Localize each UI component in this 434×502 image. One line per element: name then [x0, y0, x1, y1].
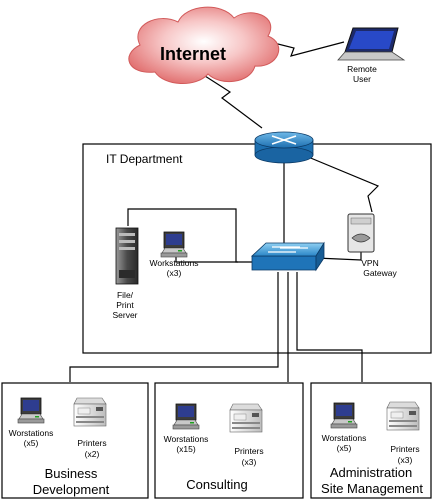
it-workstations-label-line1: Workstations [150, 258, 199, 268]
router-vpn-link [300, 153, 380, 213]
business-printers-label-line2: (x2) [85, 449, 100, 459]
consulting-workstations-label-line1: Worstations [164, 434, 209, 444]
switch-vpn-link [315, 252, 362, 261]
consulting-boundary [154, 382, 304, 499]
business-name-line2: Development [33, 482, 110, 497]
vpn-gateway-icon: VPN Gateway [347, 213, 398, 278]
admin-workstations-label-line2: (x5) [337, 443, 352, 453]
switch-server-link [127, 208, 258, 263]
admin-name-line1: Administration [330, 465, 412, 480]
admin-printers-label-line1: Printers [390, 444, 419, 454]
remote-user-label-line2: User [353, 74, 371, 84]
switch-business-link [69, 272, 279, 382]
business-development-group: Worstations (x5) Printers (x2) Business … [1, 382, 149, 499]
server-label-line3: Server [112, 310, 137, 320]
admin-name-line2: Site Management [321, 481, 423, 496]
administration-boundary [310, 382, 432, 499]
business-name-line1: Business [45, 466, 98, 481]
business-workstation-icon [17, 397, 45, 424]
consulting-workstations-label-line2: (x15) [176, 444, 196, 454]
internet-router-link [204, 75, 263, 129]
vpn-label-line2: Gateway [363, 268, 397, 278]
admin-printer-icon [386, 401, 420, 431]
internet-label: Internet [160, 44, 226, 64]
business-workstations-label-line2: (x5) [24, 438, 39, 448]
admin-printers-label-line2: (x3) [398, 455, 413, 465]
internet-cloud: Internet [128, 6, 280, 85]
remote-user-label-line1: Remote [347, 64, 377, 74]
consulting-printers-label-line2: (x3) [242, 457, 257, 467]
vpn-label-line1: VPN [361, 258, 378, 268]
administration-group: Worstations (x5) Printers (x3) Administr… [310, 382, 432, 499]
business-printers-label-line1: Printers [77, 438, 106, 448]
switch-icon [250, 241, 325, 272]
business-printer-icon [73, 397, 107, 427]
consulting-printer-icon [229, 403, 263, 433]
file-print-server-icon: File/ Print Server [112, 227, 139, 320]
consulting-printers-label-line1: Printers [234, 446, 263, 456]
admin-workstations-label-line1: Worstations [322, 433, 367, 443]
remote-user-laptop: Remote User [337, 27, 406, 84]
consulting-name: Consulting [186, 477, 247, 492]
business-development-boundary [1, 382, 149, 499]
connection-lines [69, 39, 380, 382]
server-label-line1: File/ [117, 290, 134, 300]
it-workstation-icon: Workstations (x3) [150, 231, 199, 278]
it-workstations-label-line2: (x3) [167, 268, 182, 278]
it-department-title: IT Department [106, 152, 183, 166]
consulting-workstation-icon [172, 403, 200, 430]
router-icon [254, 131, 314, 164]
admin-workstation-icon [330, 402, 358, 429]
business-workstations-label-line1: Worstations [9, 428, 54, 438]
switch-admin-link [296, 272, 363, 382]
consulting-group: Worstations (x15) Printers (x3) Consulti… [154, 382, 304, 499]
server-label-line2: Print [116, 300, 134, 310]
